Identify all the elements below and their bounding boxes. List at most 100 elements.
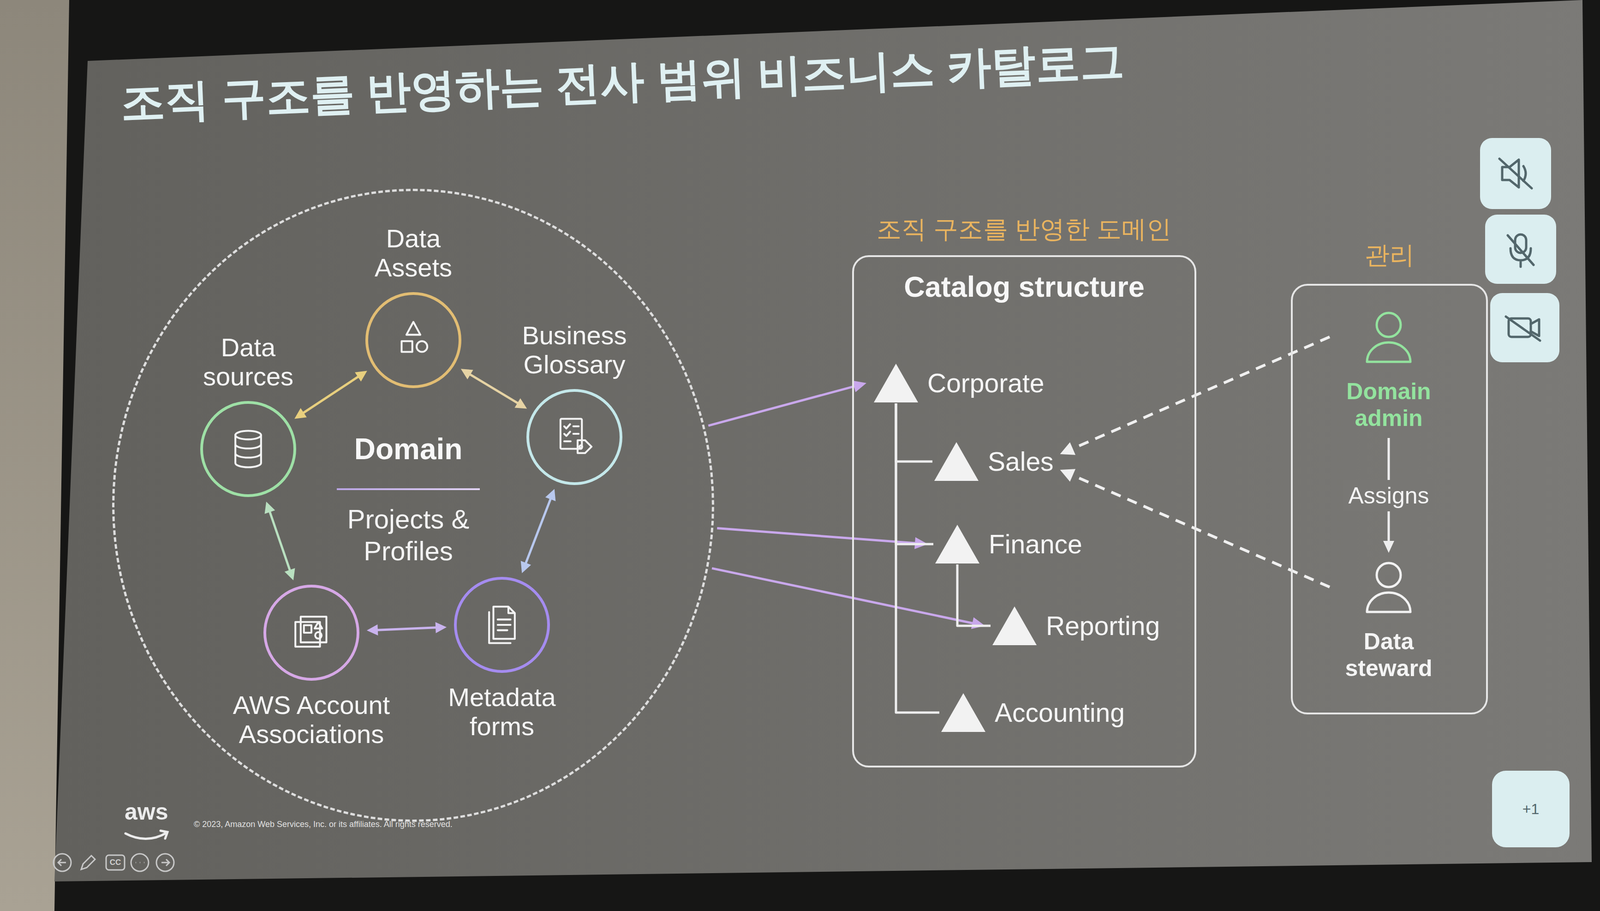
role-node: Domain admin [1333,309,1445,432]
group-box: 조직 구조를 반영한 도메인Catalog structureCorporate… [852,255,1197,768]
copyright: © 2023, Amazon Web Services, Inc. or its… [193,819,453,830]
svg-path [161,859,170,866]
svg-rect [1485,214,1557,284]
svg-circle [1376,562,1401,587]
svg-rect [1480,137,1552,209]
connector-line [895,403,933,462]
triangle-shape [992,606,1037,645]
svg-path [1367,342,1411,362]
connector [895,403,934,544]
svg-circle [315,632,322,639]
video-buttons [1480,137,1570,848]
arrow-head [435,621,447,633]
reaction-count: +1 [1492,770,1570,848]
arrow-head [514,398,527,409]
connector [957,564,991,626]
icon-label: Business Glossary [505,321,644,379]
slide-controls [53,853,174,872]
tree-item: Sales [933,441,1054,482]
connector [895,403,933,462]
domain-part: Metadata forms [432,576,572,741]
svg-path [406,322,421,335]
tree-item: Corporate [872,362,1045,404]
connector-line [300,375,361,415]
svg-circle [156,853,174,872]
icon-circle [200,400,297,497]
tree-label: Finance [988,528,1083,560]
svg-g [1499,158,1541,341]
connector-line [895,403,940,713]
svg-path [81,855,96,870]
triangle-shape [873,363,919,403]
glossary-icon [547,410,602,464]
tree-label: Accounting [994,697,1125,728]
tree-label: Corporate [927,367,1045,399]
svg-path [1507,235,1534,265]
domain-part: Data sources [188,333,309,497]
arrow-head [460,368,474,380]
caption-icon-text: CC [106,857,125,867]
icon-label: AWS Account Associations [214,690,409,749]
connector-line [957,564,991,626]
svg-path [235,435,262,468]
connector-line [711,567,977,624]
arrow-head [545,488,556,502]
svg-circle [1376,312,1401,337]
icon-circle [365,292,462,389]
connector [366,621,447,636]
svg-rect [1492,770,1570,848]
slide-ground [54,0,1592,882]
triangle-shape [935,524,980,564]
db-icon [221,422,275,476]
svg-path [58,859,66,866]
connector [711,567,986,629]
arrow-head [294,407,307,419]
arrow-head [264,501,276,514]
role-node: Data steward [1333,559,1445,682]
icon-label: Data sources [188,333,309,391]
icon-circle [453,576,550,673]
slide-title: 조직 구조를 반영하는 전사 범위 비즈니스 카탈로그 [119,31,1126,134]
arrow-head [366,624,378,636]
svg-path [497,619,511,630]
domain-part: Data Assets [353,224,474,389]
connector-line [895,403,934,544]
svg-circle [53,853,72,872]
svg-circle [579,445,583,448]
role-label: Domain admin [1333,378,1445,432]
person-icon [1358,309,1419,365]
domain-center: DomainProjects & Profiles [311,431,506,568]
svg-path [577,440,592,454]
connector-line [708,385,858,426]
arrow-head [284,567,296,581]
svg-circle [131,853,149,872]
svg-rect [401,341,412,353]
connector-line [268,508,292,574]
tree-label: Sales [987,446,1054,477]
svg-ellipse [235,430,262,440]
svg-path [314,621,323,629]
tree-triangle [934,523,981,565]
tree-triangle [872,362,920,404]
svg-path [304,625,312,633]
connector [520,488,556,574]
connector [708,380,867,426]
triangle-shape [934,441,979,481]
domain-subtitle: Projects & Profiles [329,502,487,568]
tree-item: Reporting [991,605,1160,646]
arrow-head [1060,468,1076,482]
tree-label: Reporting [1045,610,1160,641]
tree-item: Finance [934,523,1083,565]
account-icon [284,605,339,660]
svg-path [135,861,145,864]
arrow-head [354,370,368,382]
arrow-head [971,617,986,629]
icon-label: Metadata forms [432,682,572,741]
svg-rect [106,854,125,870]
domain-divider [336,488,480,490]
connector-line [524,495,552,566]
arrow-head [1060,441,1076,455]
section-heading: 관리 [1255,238,1523,273]
